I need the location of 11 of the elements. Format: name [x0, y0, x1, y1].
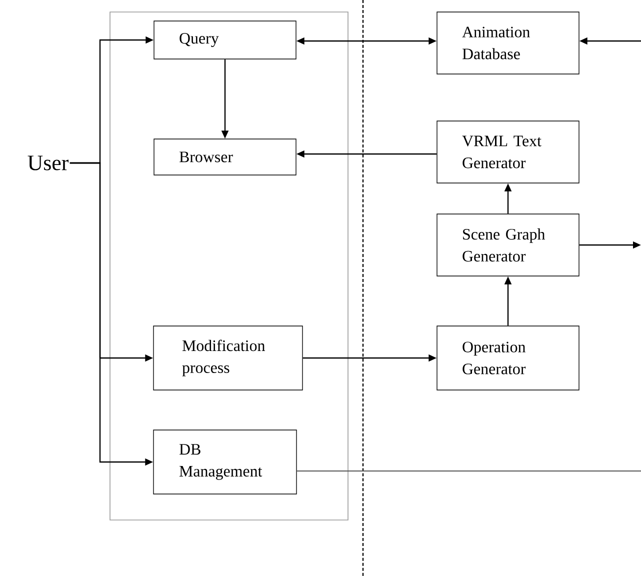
process-box: Modification process — [153, 326, 303, 390]
group-box — [110, 12, 348, 520]
connector-line — [296, 470, 641, 472]
process-box: Scene Graph Generator — [436, 214, 580, 276]
process-box: Browser — [154, 138, 296, 176]
process-box: VRML Text Generator — [436, 120, 580, 184]
process-box: Query — [154, 20, 296, 60]
user-label: User — [28, 156, 68, 170]
process-box: Operation Generator — [436, 326, 580, 390]
process-box: Animation Database — [436, 12, 580, 74]
process-box: DB Management — [153, 430, 297, 494]
